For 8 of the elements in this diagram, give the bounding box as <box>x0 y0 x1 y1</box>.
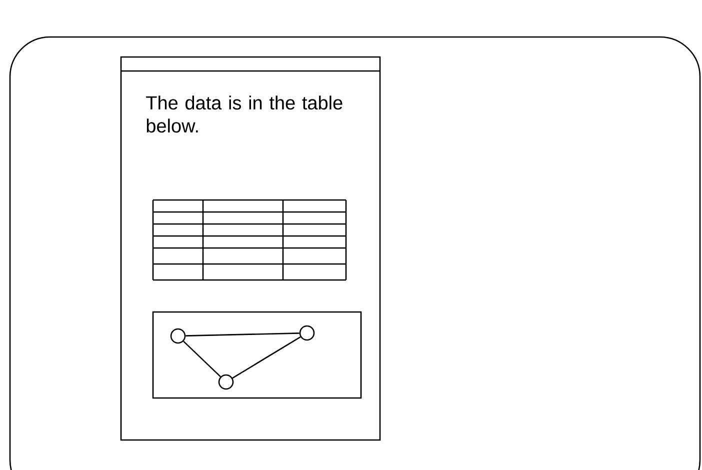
connector-line <box>183 340 221 378</box>
graph-vertex <box>218 374 234 390</box>
connector-line <box>232 336 301 379</box>
connector-line <box>186 332 300 336</box>
diagram-box <box>152 311 362 399</box>
graph-vertex <box>299 325 315 341</box>
graph-vertex <box>170 328 186 344</box>
paragraph: The data is in the table below. <box>146 96 342 133</box>
